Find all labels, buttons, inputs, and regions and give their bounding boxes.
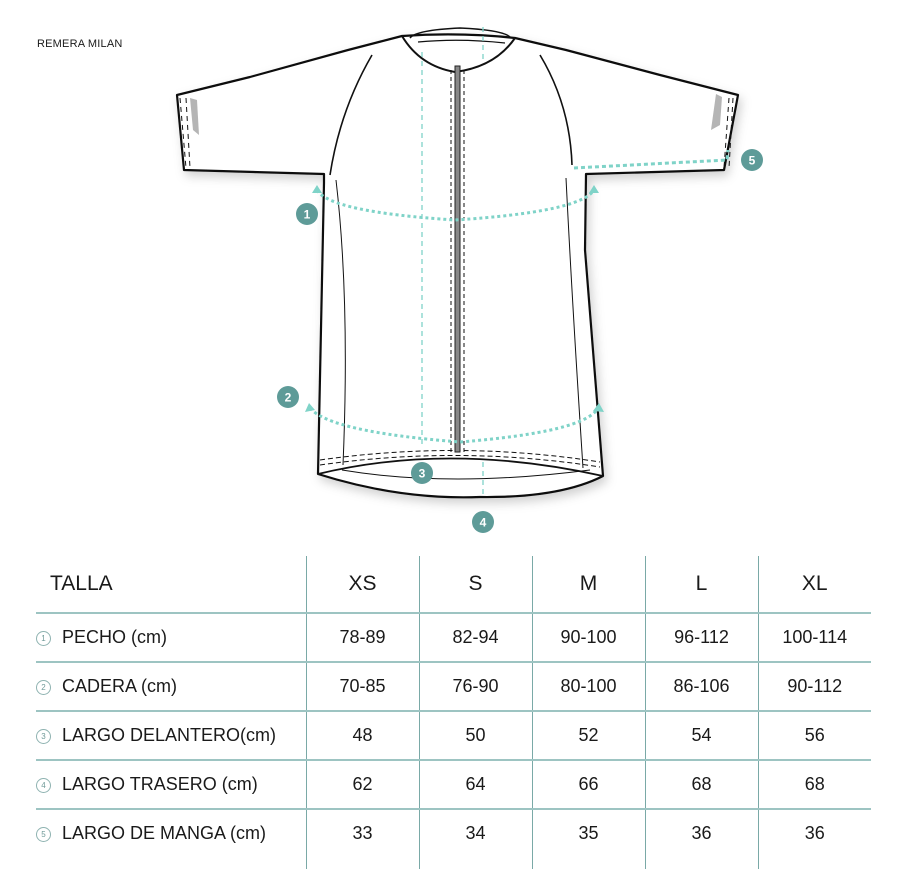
cell-value: 36: [757, 808, 871, 869]
raglan-seam-left: [329, 54, 373, 176]
cell-value: 96-112: [644, 612, 758, 662]
marker-3: 3: [411, 462, 433, 484]
marker-5: 5: [741, 149, 763, 171]
hip-measure-line: [308, 406, 600, 444]
table-row-cadera: 2 CADERA (cm) 70-85 76-90 80-100 86-106 9…: [36, 661, 871, 711]
talla-header: TALLA: [50, 572, 113, 595]
jersey-diagram: 1 2 3 4 5: [175, 27, 763, 533]
cell-value: 54: [644, 710, 758, 760]
size-header-s: S: [418, 556, 532, 613]
size-chart-table: TALLA XS S M L XL 1 PECHO (cm) 78-89 82-9…: [36, 556, 871, 869]
row-label: LARGO TRASERO (cm): [62, 774, 258, 794]
cell-value: 66: [531, 759, 645, 809]
cell-value: 76-90: [418, 661, 532, 711]
svg-text:5: 5: [749, 154, 756, 168]
cell-value: 82-94: [418, 612, 532, 662]
svg-text:3: 3: [419, 467, 426, 481]
marker-1: 1: [296, 203, 318, 225]
cell-value: 34: [418, 808, 532, 869]
size-header-l: L: [644, 556, 758, 613]
table-row-pecho: 1 PECHO (cm) 78-89 82-94 90-100 96-112 10…: [36, 612, 871, 662]
cell-value: 35: [531, 808, 645, 869]
cell-value: 80-100: [531, 661, 645, 711]
raglan-seam-right: [539, 54, 573, 166]
cell-value: 90-100: [531, 612, 645, 662]
number-2-icon: 2: [36, 680, 51, 695]
reflective-patch-left: [190, 98, 199, 135]
cell-value: 70-85: [305, 661, 419, 711]
number-1-icon: 1: [36, 631, 51, 646]
svg-text:2: 2: [285, 391, 292, 405]
cell-value: 36: [644, 808, 758, 869]
cell-value: 48: [305, 710, 419, 760]
svg-text:4: 4: [480, 516, 487, 530]
size-header-xl: XL: [757, 556, 871, 613]
cell-value: 62: [305, 759, 419, 809]
svg-text:1: 1: [304, 208, 311, 222]
cell-value: 50: [418, 710, 532, 760]
cell-value: 78-89: [305, 612, 419, 662]
sleeve-measure-line: [573, 149, 730, 170]
cell-value: 52: [531, 710, 645, 760]
cell-value: 68: [644, 759, 758, 809]
reflective-patch-right: [711, 94, 722, 130]
size-header-xs: XS: [305, 556, 419, 613]
size-header-row: TALLA XS S M L XL: [36, 556, 871, 613]
cell-value: 56: [757, 710, 871, 760]
row-label: LARGO DE MANGA (cm): [62, 823, 267, 843]
cell-value: 64: [418, 759, 532, 809]
marker-4: 4: [472, 511, 494, 533]
zipper: [454, 65, 461, 453]
cell-value: 100-114: [757, 612, 871, 662]
cell-value: 33: [305, 808, 419, 869]
table-row-largo-de-manga: 5 LARGO DE MANGA (cm) 33 34 35 36 36: [36, 808, 871, 869]
table-row-largo-trasero: 4 LARGO TRASERO (cm) 62 64 66 68 68: [36, 759, 871, 809]
table-row-largo-delantero: 3 LARGO DELANTERO(cm) 48 50 52 54 56: [36, 710, 871, 760]
row-label: LARGO DELANTERO(cm): [62, 725, 277, 745]
size-header-m: M: [531, 556, 645, 613]
number-4-icon: 4: [36, 778, 51, 793]
cell-value: 90-112: [757, 661, 871, 711]
marker-2: 2: [277, 386, 299, 408]
row-label: CADERA (cm): [62, 676, 178, 696]
cell-value: 68: [757, 759, 871, 809]
number-5-icon: 5: [36, 827, 51, 842]
cell-value: 86-106: [644, 661, 758, 711]
chest-measure-line: [315, 189, 596, 222]
row-label: PECHO (cm): [62, 627, 167, 647]
number-3-icon: 3: [36, 729, 51, 744]
product-title: REMERA MILAN: [37, 38, 123, 50]
